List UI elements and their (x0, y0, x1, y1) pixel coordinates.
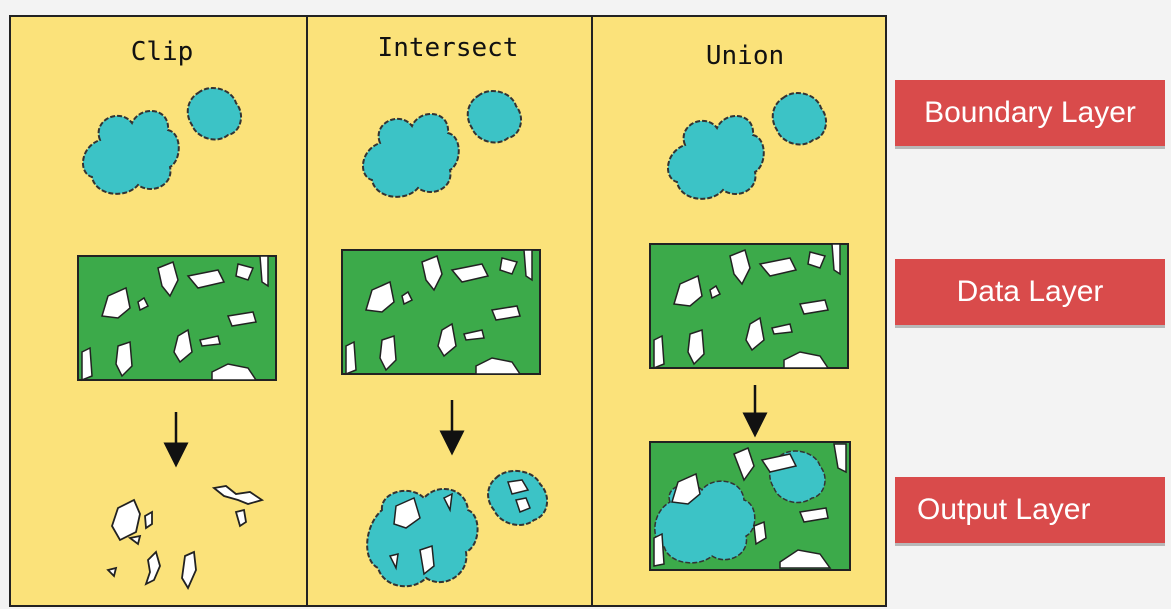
legend-data-layer: Data Layer (895, 259, 1165, 325)
output-layer-union (650, 442, 850, 570)
panel-title-clip: Clip (131, 37, 194, 67)
legend-boundary-layer: Boundary Layer (895, 80, 1165, 146)
data-layer-clip (78, 256, 276, 380)
legend-output-layer: Output Layer (895, 477, 1165, 543)
data-layer-intersect (342, 250, 540, 374)
data-layer-union (650, 244, 848, 368)
panel-title-intersect: Intersect (378, 33, 519, 63)
panel-title-union: Union (706, 41, 784, 71)
